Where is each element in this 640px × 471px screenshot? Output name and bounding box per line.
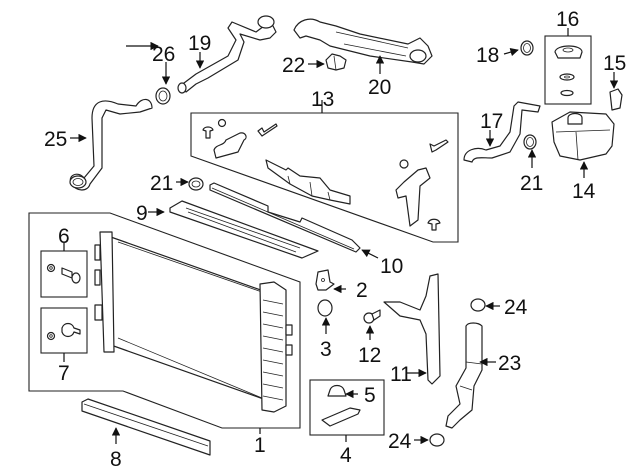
callout-21-left: 21 <box>150 172 173 195</box>
lower-insulator[interactable] <box>317 299 333 317</box>
callout-14: 14 <box>572 180 596 203</box>
callout-4: 4 <box>340 444 352 467</box>
callout-24-bottom: 24 <box>388 430 412 453</box>
hose-clamp-18[interactable] <box>520 40 534 56</box>
leader-lines <box>63 28 619 445</box>
radiator[interactable] <box>94 231 293 413</box>
mount-bracket-kit-box <box>309 379 385 436</box>
callout-7: 7 <box>58 362 70 385</box>
callout-19: 19 <box>188 32 211 55</box>
callout-5: 5 <box>364 384 376 407</box>
reservoir-bracket[interactable] <box>609 88 623 111</box>
push-pin-retainer[interactable] <box>363 309 381 324</box>
callout-21-right: 21 <box>520 172 543 195</box>
callout-8: 8 <box>110 448 122 471</box>
callout-6: 6 <box>58 225 70 248</box>
upper-hose[interactable] <box>69 98 153 191</box>
callout-20: 20 <box>368 76 391 99</box>
lower-seal[interactable] <box>81 398 211 456</box>
callout-1: 1 <box>254 434 266 457</box>
connector-22[interactable] <box>325 53 347 71</box>
callout-15: 15 <box>603 52 626 75</box>
callout-13: 13 <box>311 88 334 111</box>
coolant-reservoir[interactable] <box>551 111 615 161</box>
air-deflector[interactable] <box>209 182 361 253</box>
callout-11: 11 <box>390 363 412 386</box>
hose-clamp-24-bottom[interactable] <box>429 433 445 447</box>
lower-hose[interactable] <box>445 322 483 429</box>
inlet-hose[interactable] <box>177 15 277 94</box>
callout-9: 9 <box>136 202 148 225</box>
drain-valve-kit[interactable] <box>46 322 81 341</box>
baffle-kit-box <box>190 112 459 243</box>
heater-hose-assembly[interactable] <box>293 18 433 65</box>
callout-17: 17 <box>480 110 503 133</box>
callout-26: 26 <box>152 43 175 66</box>
upper-insulator-bracket[interactable] <box>315 269 335 291</box>
callout-18: 18 <box>476 44 499 67</box>
callout-12: 12 <box>358 344 381 367</box>
drain-plug-kit[interactable] <box>46 263 81 284</box>
mount-bracket-kit[interactable] <box>321 384 361 427</box>
hose-clamp-21-left[interactable] <box>188 177 204 191</box>
callout-2: 2 <box>356 279 368 302</box>
hose-clamp-24-top[interactable] <box>470 298 486 312</box>
upper-seal[interactable] <box>169 200 319 259</box>
callout-22: 22 <box>282 54 305 77</box>
baffle-kit[interactable] <box>202 118 449 231</box>
radiator-group-box <box>28 212 301 429</box>
callout-25: 25 <box>44 128 67 151</box>
reservoir-cap-kit[interactable] <box>554 45 583 97</box>
callout-16: 16 <box>556 8 579 31</box>
side-baffle[interactable] <box>383 273 441 385</box>
hose-clamp-21-right[interactable] <box>523 134 537 150</box>
callout-3: 3 <box>320 338 332 361</box>
hose-clamp-26[interactable] <box>155 87 171 105</box>
callout-23: 23 <box>498 352 521 375</box>
callout-labels: 25 26 19 22 20 13 21 9 10 6 7 8 1 2 3 12… <box>44 8 626 471</box>
callout-10: 10 <box>380 255 403 278</box>
overflow-hose[interactable] <box>463 101 541 163</box>
callout-24-top: 24 <box>504 296 528 319</box>
